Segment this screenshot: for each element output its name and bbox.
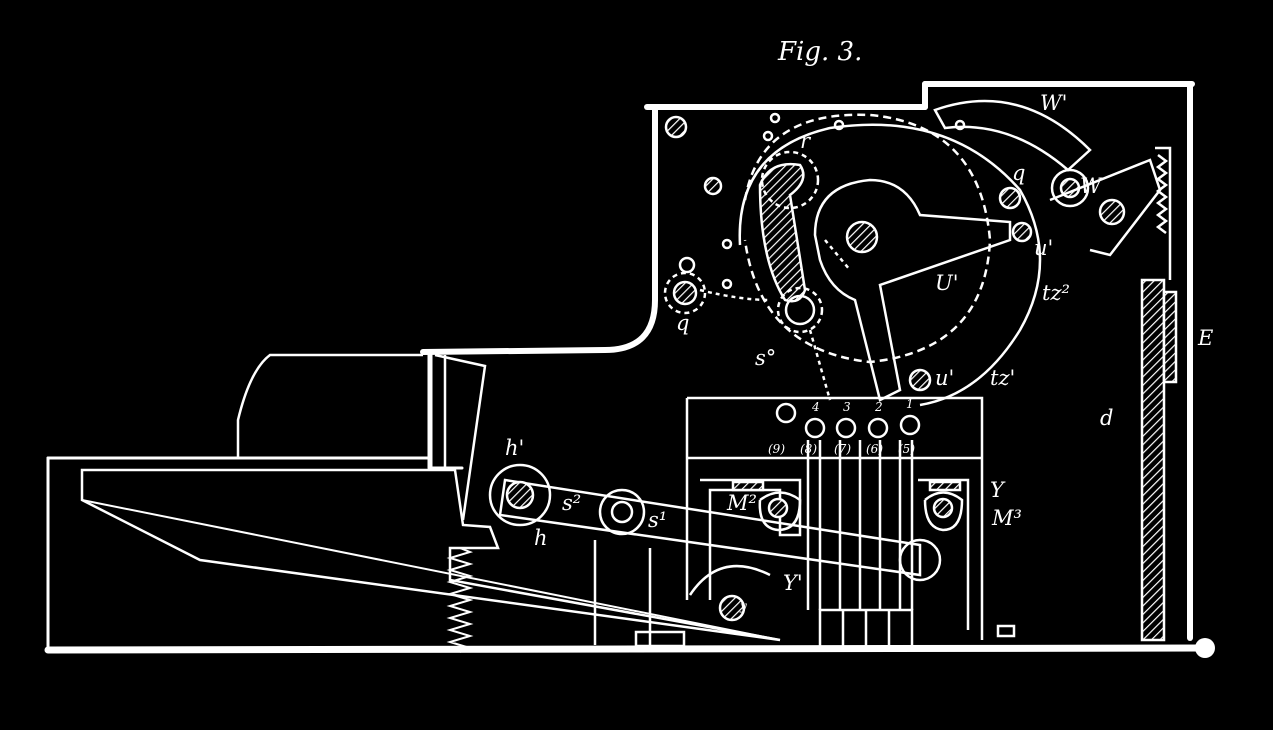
label-Y1: Y' <box>783 571 803 595</box>
label-Y: Y <box>990 478 1006 502</box>
digit-3: 3 <box>843 400 851 414</box>
arm-w <box>933 99 1172 280</box>
label-M3: M³ <box>991 506 1022 530</box>
digit-p7: (7) <box>834 442 851 456</box>
type-bar-frame <box>593 396 1016 650</box>
figure-title: Fig. 3. <box>777 37 862 67</box>
label-M2: M² <box>726 491 757 515</box>
digit-labels: 4 3 2 1 (9) (8) (7) (6) (5) <box>768 397 915 456</box>
label-h1: h' <box>505 436 524 460</box>
label-y: y <box>739 599 747 613</box>
label-q-right: q <box>1012 161 1025 185</box>
label-S2: s² <box>562 491 581 515</box>
rack-bar <box>1140 278 1178 642</box>
label-S0: s° <box>755 346 776 370</box>
selector-circles <box>775 402 921 439</box>
label-W: W <box>1080 174 1104 198</box>
digit-2: 2 <box>874 400 883 414</box>
pivot-y <box>688 564 771 622</box>
label-h: h <box>534 526 548 550</box>
part-labels: W' W U' u' u' tz² tz' E d s° s¹ s² h h' … <box>505 91 1213 613</box>
digit-p9: (9) <box>768 442 785 456</box>
label-u-bottom: u' <box>935 366 954 390</box>
digit-p6: (6) <box>866 442 883 456</box>
digit-p8: (8) <box>800 442 817 456</box>
label-r: r <box>800 129 812 153</box>
label-S1: s¹ <box>648 508 667 532</box>
label-d: d <box>1100 406 1113 430</box>
digit-p5: (5) <box>898 442 915 456</box>
housing-outline <box>44 81 1215 658</box>
digit-4: 4 <box>811 400 820 414</box>
label-u: u' <box>1034 236 1053 260</box>
label-tz2: tz² <box>1042 281 1070 305</box>
link-s2 <box>488 463 942 582</box>
label-U1: U' <box>935 271 958 295</box>
wheel-u1 <box>663 112 1042 407</box>
key-lever <box>80 353 781 642</box>
label-E: E <box>1197 326 1213 350</box>
spring <box>446 547 474 653</box>
label-q-left: q <box>676 311 689 335</box>
digit-1: 1 <box>906 397 914 411</box>
label-W1: W' <box>1040 91 1067 115</box>
label-tz1: tz' <box>990 366 1015 390</box>
